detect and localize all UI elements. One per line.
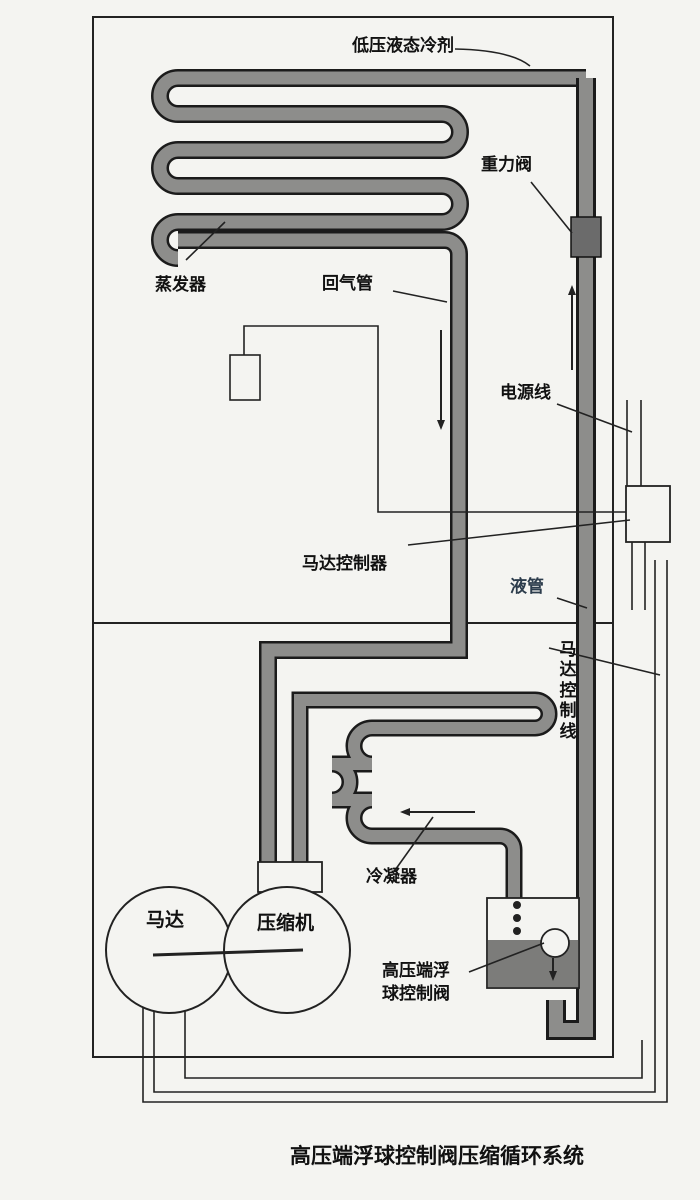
label-gravity-valve: 重力阀 [481, 155, 532, 175]
label-motor-controller: 马达控制器 [302, 554, 387, 574]
thermostat-capillary [243, 325, 626, 513]
label-motor: 马达 [146, 909, 185, 931]
motor-circle [105, 886, 233, 1014]
drive-shaft [152, 948, 304, 957]
gravity-valve-body [570, 216, 602, 258]
label-compressor: 压缩机 [257, 912, 315, 934]
cabinet-outline [92, 16, 614, 1058]
float-dot [513, 914, 521, 922]
label-return-pipe: 回气管 [322, 274, 373, 294]
figure-caption: 高压端浮球控制阀压缩循环系统 [290, 1144, 584, 1168]
thermostat-bulb [229, 354, 261, 401]
float-ball [540, 928, 570, 958]
label-condenser: 冷凝器 [366, 867, 417, 887]
label-float-valve-line1: 高压端浮 [382, 961, 450, 981]
float-dot [513, 901, 521, 909]
leader-lines [185, 48, 661, 973]
outer-lines [142, 400, 668, 1103]
motor-controller-box [625, 485, 671, 543]
label-motor-control-line: 马达控制线 [559, 640, 577, 742]
label-liquid-pipe: 液管 [510, 577, 544, 597]
label-power-line: 电源线 [500, 383, 551, 403]
label-float-valve-line2: 球控制阀 [382, 984, 450, 1004]
label-low-pressure-liquid: 低压液态冷剂 [352, 36, 454, 56]
float-dot [513, 927, 521, 935]
label-evaporator: 蒸发器 [155, 275, 206, 295]
